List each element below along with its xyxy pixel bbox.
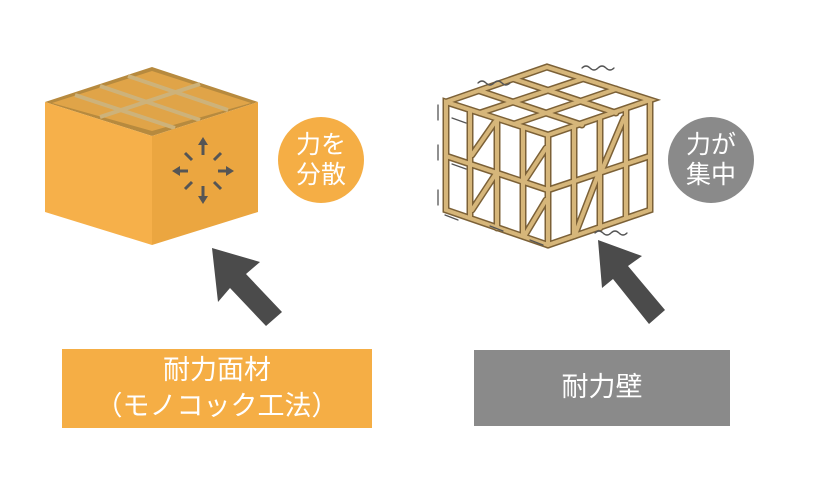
concentrated-force-badge: 力が 集中 bbox=[668, 117, 754, 203]
force-arrow-right bbox=[598, 240, 665, 324]
wall-frame bbox=[437, 63, 662, 249]
stress-marks-icon bbox=[437, 65, 628, 246]
bearing-wall-label: 耐力壁 bbox=[474, 350, 730, 426]
monocoque-box bbox=[45, 67, 258, 245]
badge-text: 分散 bbox=[295, 160, 346, 189]
structural-panel-label: 耐力面材 （モノコック工法） bbox=[62, 349, 372, 428]
label-line: 耐力面材 bbox=[163, 354, 271, 386]
label-line: （モノコック工法） bbox=[95, 390, 339, 422]
label-line: 耐力壁 bbox=[561, 372, 643, 403]
force-arrow-left bbox=[212, 248, 282, 326]
badge-text: 力が bbox=[685, 130, 736, 159]
disperse-force-badge: 力を 分散 bbox=[278, 117, 364, 203]
badge-text: 力を bbox=[295, 130, 346, 159]
badge-text: 集中 bbox=[685, 160, 736, 189]
dispersion-arrows-icon bbox=[172, 137, 234, 204]
